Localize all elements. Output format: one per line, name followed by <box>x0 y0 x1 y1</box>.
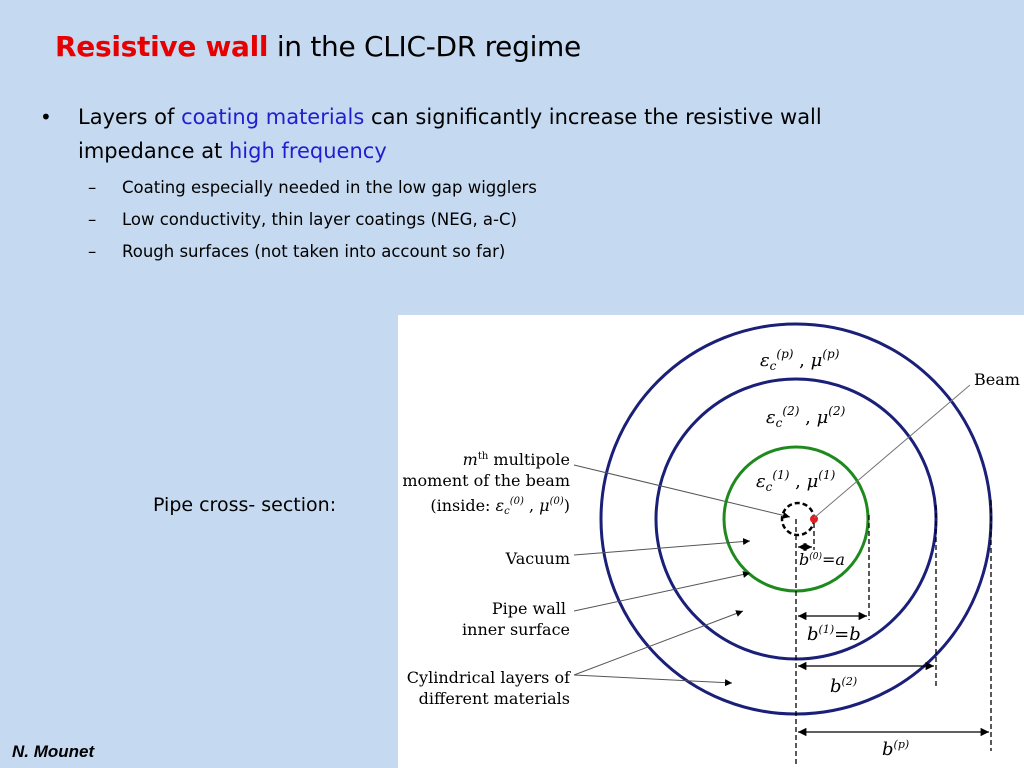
title-highlight: Resistive wall <box>55 30 269 63</box>
layer-2-label: εc(2) , μ(2) <box>766 404 846 430</box>
sub-bullet: – Rough surfaces (not taken into account … <box>88 236 860 268</box>
pipe-diagram: εc(p) , μ(p) εc(2) , μ(2) εc(1) , μ(1) B… <box>398 315 1024 768</box>
b1-label: b(1)=b <box>807 623 861 645</box>
sub-bullet-list: – Coating especially needed in the low ga… <box>88 172 860 268</box>
multipole-dashed-circle <box>780 501 816 537</box>
pipe-wall-label-line1: Pipe wall <box>492 599 566 618</box>
sub-bullet: – Low conductivity, thin layer coatings (… <box>88 204 860 236</box>
layer-p-label: εc(p) , μ(p) <box>760 347 840 373</box>
bullet-coating-materials: coating materials <box>181 105 365 129</box>
vacuum-leader <box>573 538 751 556</box>
beam-leader <box>813 384 971 519</box>
dash-icon: – <box>88 178 97 197</box>
dash-icon: – <box>88 242 97 261</box>
vacuum-label: Vacuum <box>505 549 570 568</box>
slide-title: Resistive wall in the CLIC-DR regime <box>55 30 581 63</box>
sub-bullet: – Coating especially needed in the low ga… <box>88 172 860 204</box>
beam-point <box>810 515 818 523</box>
bullet-main: • Layers of coating materials can signif… <box>40 100 860 168</box>
beam-label: Beam <box>974 370 1020 389</box>
layers-leader-2 <box>573 674 733 687</box>
b2-label: b(2) <box>830 675 857 697</box>
sub-bullet-text: Coating especially needed in the low gap… <box>122 178 537 197</box>
bullet-text-part: Layers of <box>78 105 182 129</box>
layer-1-label: εc(1) , μ(1) <box>756 468 836 494</box>
bullet-list: • Layers of coating materials can signif… <box>40 100 860 268</box>
multipole-label-line1: mth multipole <box>463 450 570 469</box>
bullet-text: Layers of coating materials can signific… <box>78 100 860 168</box>
sub-bullet-text: Rough surfaces (not taken into account s… <box>122 242 506 261</box>
pipe-wall-leader <box>573 571 751 612</box>
pipe-diagram-svg: εc(p) , μ(p) εc(2) , μ(2) εc(1) , μ(1) B… <box>402 322 1020 765</box>
multipole-leader <box>573 464 791 519</box>
title-rest: in the CLIC-DR regime <box>268 30 581 63</box>
multipole-label-line2: moment of the beam <box>402 471 570 490</box>
b0-label: b(0)=a <box>799 550 845 569</box>
layers-label-line2: different materials <box>419 689 570 708</box>
dash-icon: – <box>88 210 97 229</box>
bullet-high-frequency: high frequency <box>228 139 387 163</box>
pipe-wall-label-line2: inner surface <box>462 620 570 639</box>
layers-leader-1 <box>573 610 744 676</box>
pipe-cross-section-label: Pipe cross- section: <box>153 494 337 516</box>
sub-bullet-text: Low conductivity, thin layer coatings (N… <box>122 210 517 229</box>
layers-label-line1: Cylindrical layers of <box>407 668 571 687</box>
author-label: N. Mounet <box>12 742 95 761</box>
bullet-text-part: can significantly increase the resistive… <box>78 105 822 163</box>
bp-label: b(p) <box>882 738 909 760</box>
bullet-dot: • <box>40 105 52 129</box>
multipole-inside-label: (inside: εc(0) , μ(0)) <box>430 496 570 517</box>
